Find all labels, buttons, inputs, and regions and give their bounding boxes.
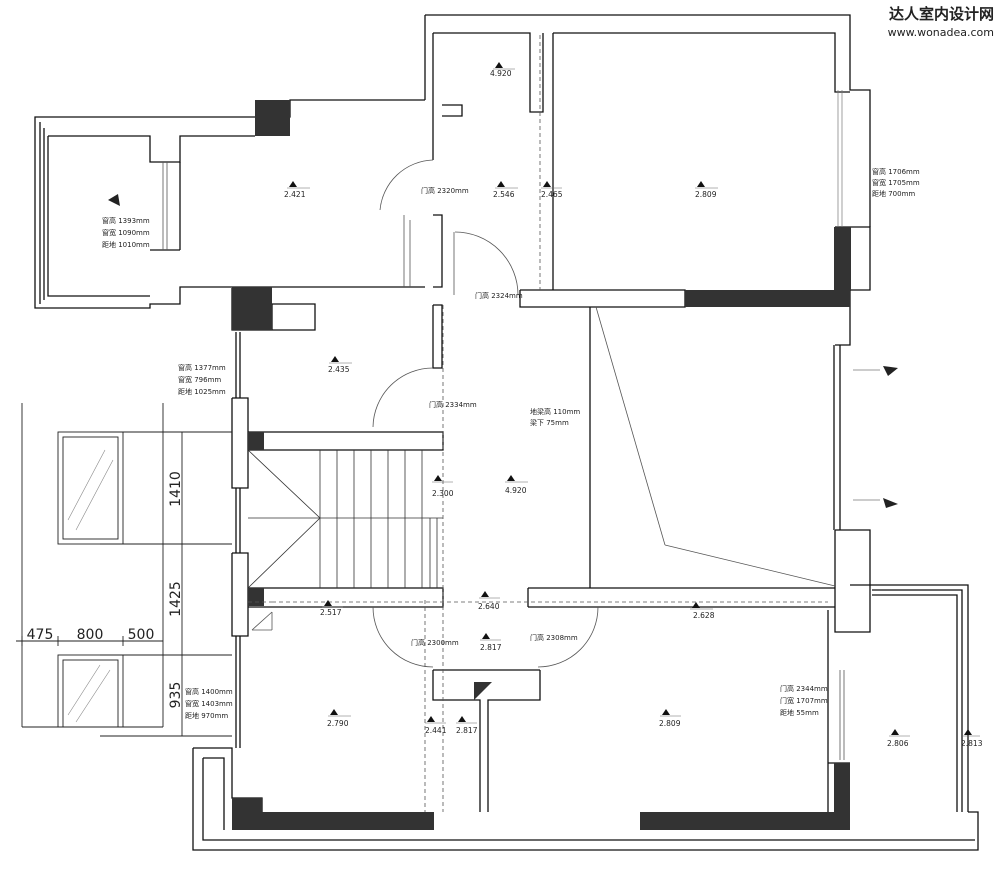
beam-under-note: 梁下 75mm [530, 418, 569, 427]
level-value: 2.441 [425, 726, 447, 735]
dimension-horizontal: 500 [128, 627, 155, 643]
level-marker: 2.441 [425, 716, 447, 735]
level-value: 2.640 [478, 602, 500, 611]
dimension-vertical: 1410 [168, 471, 184, 507]
level-marker: 2.806 [887, 729, 910, 748]
level-markers: 4.920 2.421 2.546 2.465 2.809 2.435 2.30… [284, 62, 983, 748]
level-marker: 2.517 [320, 600, 343, 617]
watermark-url: www.wonadea.com [888, 26, 994, 39]
level-value: 2.546 [493, 190, 515, 199]
level-value: 2.790 [327, 719, 349, 728]
dashed-lines [248, 35, 828, 812]
window-width-note: 窗宽 1403mm [185, 699, 233, 708]
level-marker: 2.817 [456, 716, 478, 735]
window-frames [837, 90, 880, 501]
window-sill-note: 距地 1010mm [102, 240, 150, 249]
level-marker: 4.920 [505, 475, 528, 495]
level-marker: 2.300 [432, 475, 454, 498]
window-height-note: 窗高 1393mm [102, 216, 150, 225]
door-height-note: 门高 2344mm [780, 684, 828, 693]
level-value: 2.817 [480, 643, 502, 652]
level-marker: 2.465 [541, 181, 563, 199]
level-marker: 2.640 [478, 591, 500, 611]
level-value: 2.300 [432, 489, 454, 498]
stair-treads [247, 449, 443, 589]
window-height-note: 窗高 1377mm [178, 363, 226, 372]
door-height-note: 门高 2324mm [475, 291, 523, 300]
level-value: 2.435 [328, 365, 350, 374]
dimension-horizontal: 800 [77, 627, 104, 643]
level-value: 4.920 [505, 486, 527, 495]
door-height-note: 门高 2320mm [421, 186, 469, 195]
level-value: 2.817 [456, 726, 478, 735]
window-sill-note: 距地 970mm [185, 711, 228, 720]
level-value: 2.813 [961, 739, 983, 748]
level-marker: 2.809 [695, 181, 718, 199]
window-sill-note: 距地 700mm [872, 189, 915, 198]
dimension-horizontal: 475 [27, 627, 54, 643]
dimension-labels: 1410 1425 935 475 800 500 [27, 471, 184, 708]
window-width-note: 窗宽 1090mm [102, 228, 150, 237]
door-sill-note: 距地 55mm [780, 708, 819, 717]
window-elevation [16, 403, 232, 737]
level-marker: 2.790 [327, 709, 351, 728]
level-marker: 2.435 [328, 356, 352, 374]
walls [34, 14, 979, 851]
level-value: 2.806 [887, 739, 909, 748]
level-value: 2.809 [695, 190, 717, 199]
level-value: 4.920 [490, 69, 512, 78]
door-width-note: 门宽 1707mm [780, 696, 828, 705]
level-value: 2.517 [320, 608, 342, 617]
window-width-note: 窗宽 796mm [178, 375, 221, 384]
level-value: 2.809 [659, 719, 681, 728]
level-value: 2.628 [693, 611, 715, 620]
level-marker: 2.817 [480, 633, 502, 652]
arrow-marks [108, 194, 898, 508]
window-height-note: 窗高 1706mm [872, 167, 920, 176]
level-marker: 2.809 [659, 709, 681, 728]
level-value: 2.465 [541, 190, 563, 199]
level-marker: 2.628 [690, 602, 715, 620]
dimension-vertical: 935 [168, 682, 184, 709]
beam-height-note: 地梁高 110mm [530, 407, 580, 416]
door-height-note: 门高 2300mm [411, 638, 459, 647]
level-value: 2.421 [284, 190, 306, 199]
level-marker: 4.920 [490, 62, 515, 78]
window-height-note: 窗高 1400mm [185, 687, 233, 696]
watermark: 达人室内设计网 www.wonadea.com [888, 5, 994, 39]
solid-columns [232, 100, 851, 830]
window-width-note: 窗宽 1705mm [872, 178, 920, 187]
dimension-vertical: 1425 [168, 581, 184, 617]
level-marker: 2.546 [493, 181, 518, 199]
annotations: 窗高 1393mm 窗宽 1090mm 距地 1010mm 窗高 1706mm … [102, 167, 920, 720]
door-height-note: 门高 2334mm [429, 400, 477, 409]
door-swings [162, 159, 845, 760]
window-sill-note: 距地 1025mm [178, 387, 226, 396]
door-height-note: 门高 2308mm [530, 633, 578, 642]
level-marker: 2.421 [284, 181, 310, 199]
watermark-title: 达人室内设计网 [889, 5, 994, 23]
level-marker: 2.813 [961, 729, 983, 748]
